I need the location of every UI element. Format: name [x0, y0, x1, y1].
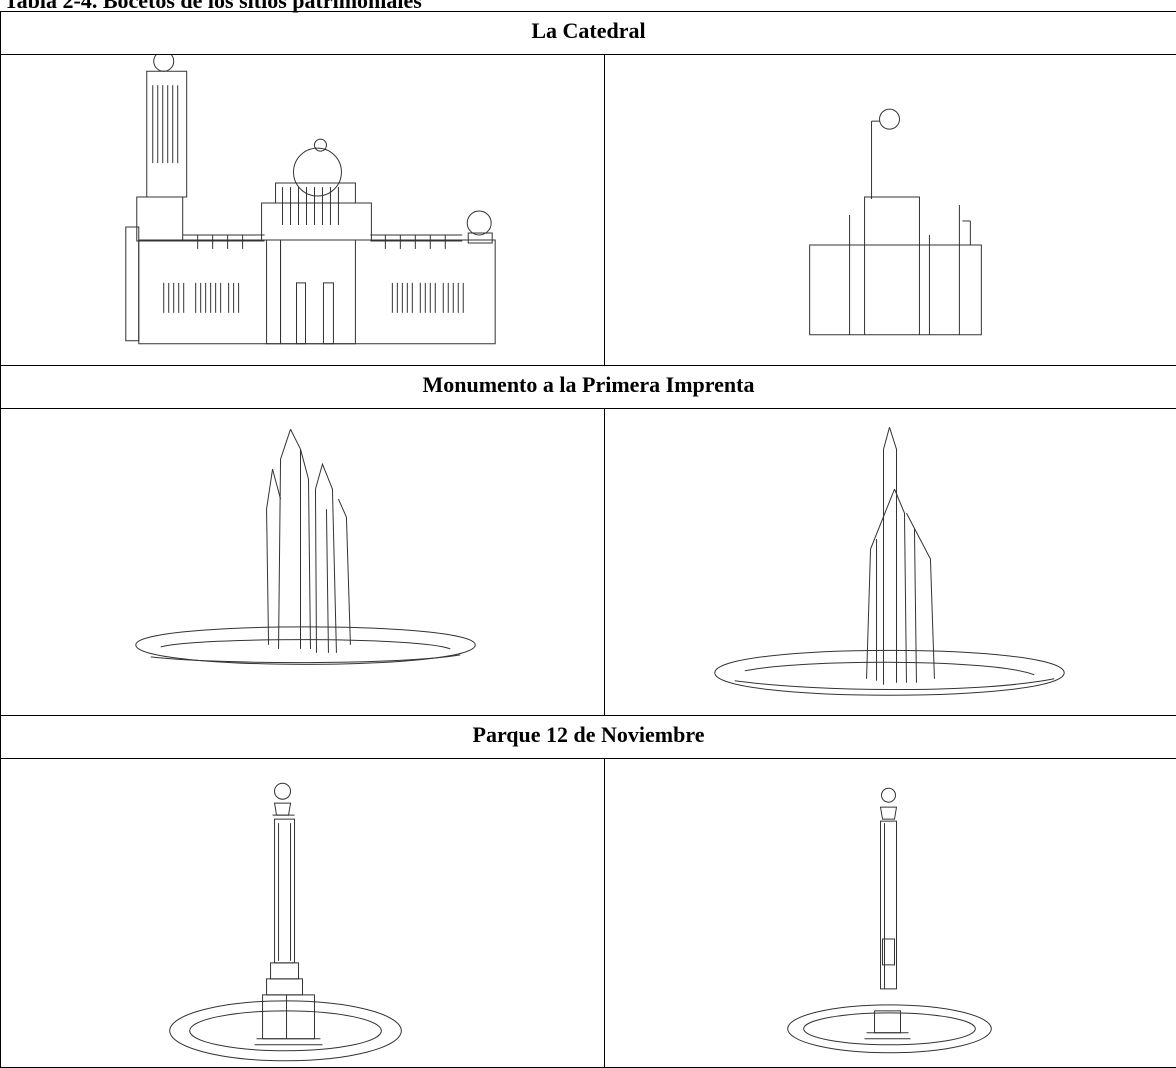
sketch-row-printing-monument	[1, 409, 1176, 716]
cathedral-side-drawing	[605, 55, 1176, 365]
section-title-park: Parque 12 de Noviembre	[1, 716, 1176, 759]
printing-monument-front-drawing	[1, 409, 604, 715]
printing-monument-side-drawing	[605, 409, 1176, 715]
printing-monument-front-sketch	[1, 409, 605, 716]
section-header-row: La Catedral	[1, 12, 1176, 55]
heritage-sketch-table: La Catedral	[0, 11, 1176, 1068]
section-header-row: Monumento a la Primera Imprenta	[1, 366, 1176, 409]
section-header-row: Parque 12 de Noviembre	[1, 716, 1176, 759]
park-column-side-drawing	[605, 759, 1176, 1067]
printing-monument-side-sketch	[605, 409, 1176, 716]
cathedral-front-drawing	[1, 55, 604, 365]
section-title-cathedral: La Catedral	[1, 12, 1176, 55]
section-title-printing-monument: Monumento a la Primera Imprenta	[1, 366, 1176, 409]
sketch-row-park	[1, 759, 1176, 1068]
park-column-front-drawing	[1, 759, 604, 1067]
cathedral-side-sketch	[605, 55, 1176, 366]
sketch-row-cathedral	[1, 55, 1176, 366]
park-column-side-sketch	[605, 759, 1176, 1068]
cathedral-front-sketch	[1, 55, 605, 366]
park-column-front-sketch	[1, 759, 605, 1068]
